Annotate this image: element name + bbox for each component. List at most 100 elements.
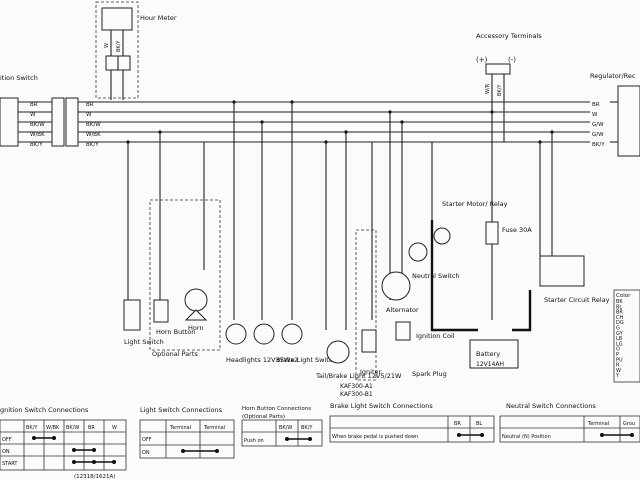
neutral-switch-symbol xyxy=(408,242,428,262)
bundle-wire-label-bkw: BK/W xyxy=(86,122,101,128)
ignition-coil-symbol xyxy=(395,321,411,341)
starter-circuit-relay-symbol xyxy=(539,255,585,287)
neutral-header-terminal: Terminal xyxy=(587,421,609,427)
brake-header-bl: BL xyxy=(476,421,482,427)
color-legend-code: R xyxy=(616,363,620,369)
alternator-label: Alternator xyxy=(386,306,419,314)
right-wire-label-gw1: G/W xyxy=(592,122,604,128)
battery-negative-cable xyxy=(512,290,532,332)
color-legend-code: CH xyxy=(616,315,623,321)
light-table-title: Light Switch Connections xyxy=(140,406,223,414)
hour-meter-wire-w: W xyxy=(104,43,110,48)
color-legend-code: BL xyxy=(616,304,622,310)
battery-rating: 12V14AH xyxy=(476,361,504,368)
brake-light-switch-table: BR BL When brake pedal is pushed down xyxy=(329,415,495,443)
horn-label: Horn xyxy=(188,324,204,332)
hour-meter-dashed-frame xyxy=(95,1,139,99)
starter-motor-relay-symbol xyxy=(433,227,451,245)
igniter-symbol xyxy=(361,329,377,353)
ignition-connector-left xyxy=(51,97,65,147)
neutral-header-ground: Grou xyxy=(623,421,635,427)
tail-brake-light-label: Tail/Brake Light 12V5/21W xyxy=(315,372,402,380)
accessory-wire-bky: BK/Y xyxy=(497,84,503,96)
left-wire-label-wbk: W/BK xyxy=(30,132,45,138)
bundle-wire-label-br: BR xyxy=(86,102,94,108)
right-wire-label-gw2: G/W xyxy=(592,132,604,138)
right-wire-label-w: W xyxy=(592,112,598,118)
model-b1-label: KAF300-B1 xyxy=(340,391,373,398)
accessory-plus: (+) xyxy=(476,56,488,64)
neutral-switch-table: Terminal Grou Neutral (N) Position xyxy=(499,415,640,443)
color-legend-code: O xyxy=(616,347,620,353)
optional-parts-frame xyxy=(149,199,221,351)
accessory-wire-wr: W/R xyxy=(485,83,491,94)
alternator-symbol xyxy=(381,271,411,301)
horn-table-subtitle: (Optional Parts) xyxy=(242,414,285,420)
ignition-connector-right xyxy=(65,97,79,147)
ignition-coil-label: Ignition Coil xyxy=(416,332,455,340)
bundle-wire-label-bky: BK/Y xyxy=(86,142,99,148)
headlights-label: Headlights 12V35Wx2 xyxy=(226,356,298,364)
ignition-part-number: (12318/1621A) xyxy=(74,474,115,480)
ignition-header-wbk: W/BK xyxy=(46,425,60,431)
neutral-row-position: Neutral (N) Position xyxy=(502,434,551,440)
ignition-header-bky: BK/Y xyxy=(26,425,38,431)
igniter-dashed-frame xyxy=(355,229,377,381)
accessory-terminals-label: Accessory Terminals xyxy=(476,32,542,40)
bundle-wire-label-wbk: W/BK xyxy=(86,132,101,138)
hour-meter-label: Hour Meter xyxy=(140,14,177,22)
horn-table-title: Horn Button Connections xyxy=(242,406,311,412)
light-switch-table: Terminal Terminal OFF ON xyxy=(139,419,235,459)
ignition-row-on: ON xyxy=(2,449,10,455)
tail-brake-light-symbol xyxy=(326,340,350,364)
color-legend-code: G xyxy=(616,326,620,332)
bundle-wire-label-w: W xyxy=(86,112,92,118)
horn-header-bkw: BK/W xyxy=(279,425,292,431)
brake-header-br: BR xyxy=(454,421,461,427)
ignition-header-br: BR xyxy=(88,425,95,431)
color-legend-code: LG xyxy=(616,341,623,347)
color-legend-code: BK xyxy=(616,299,623,305)
main-wire-bus xyxy=(78,101,590,143)
battery-label: Battery xyxy=(476,350,500,358)
brake-table-title: Brake Light Switch Connections xyxy=(330,402,433,410)
headlight-left-symbol xyxy=(225,323,247,345)
ignition-header-bkw: BK/W xyxy=(66,425,79,431)
ignition-row-off: OFF xyxy=(2,437,12,443)
color-legend-header: Color xyxy=(616,293,631,299)
starter-circuit-relay-label: Starter Circuit Relay xyxy=(544,296,610,304)
light-header-terminal-2: Terminal xyxy=(203,425,225,431)
color-legend-code: GY xyxy=(616,331,624,337)
left-wire-label-w: W xyxy=(30,112,36,118)
fuse-label: Fuse 30A xyxy=(502,226,532,234)
battery-positive-cable xyxy=(430,220,478,332)
horn-button-table: BK/W BK/Y Push on xyxy=(241,419,323,447)
horn-row-push-on: Push on xyxy=(244,438,264,444)
ignition-row-start: START xyxy=(2,461,18,467)
color-legend-code: DG xyxy=(616,320,624,326)
hour-meter-wire-bky: BK/Y xyxy=(116,40,122,52)
right-wire-label-br: BR xyxy=(592,102,600,108)
light-switch-label: Light Switch xyxy=(124,338,164,346)
horn-symbol xyxy=(184,288,208,312)
left-wire-label-br: BR xyxy=(30,102,38,108)
headlight-right-symbol xyxy=(253,323,275,345)
light-row-off: OFF xyxy=(142,437,152,443)
igniter-label: Igniter xyxy=(360,368,382,376)
ignition-table: BK/Y W/BK BK/W BR W OFF ON START (12318/… xyxy=(0,419,127,480)
regulator-label: Regulator/Rec xyxy=(590,72,636,80)
brake-light-switch-label: Brake Light Switch xyxy=(276,356,337,364)
horn-button-symbol xyxy=(153,299,169,323)
neutral-switch-label: Neutral Switch xyxy=(412,272,460,280)
color-legend-code: W xyxy=(616,368,621,374)
light-row-on: ON xyxy=(142,450,150,456)
color-legend-code: PU xyxy=(616,357,623,363)
ignition-switch-body xyxy=(0,97,19,147)
regulator-body xyxy=(617,85,640,157)
left-wire-label-bky: BK/Y xyxy=(30,142,43,148)
color-legend-code: P xyxy=(616,352,619,358)
accessory-connector xyxy=(485,63,511,75)
accessory-minus: (-) xyxy=(508,56,516,64)
right-wire-label-bky: BK/Y xyxy=(592,142,605,148)
